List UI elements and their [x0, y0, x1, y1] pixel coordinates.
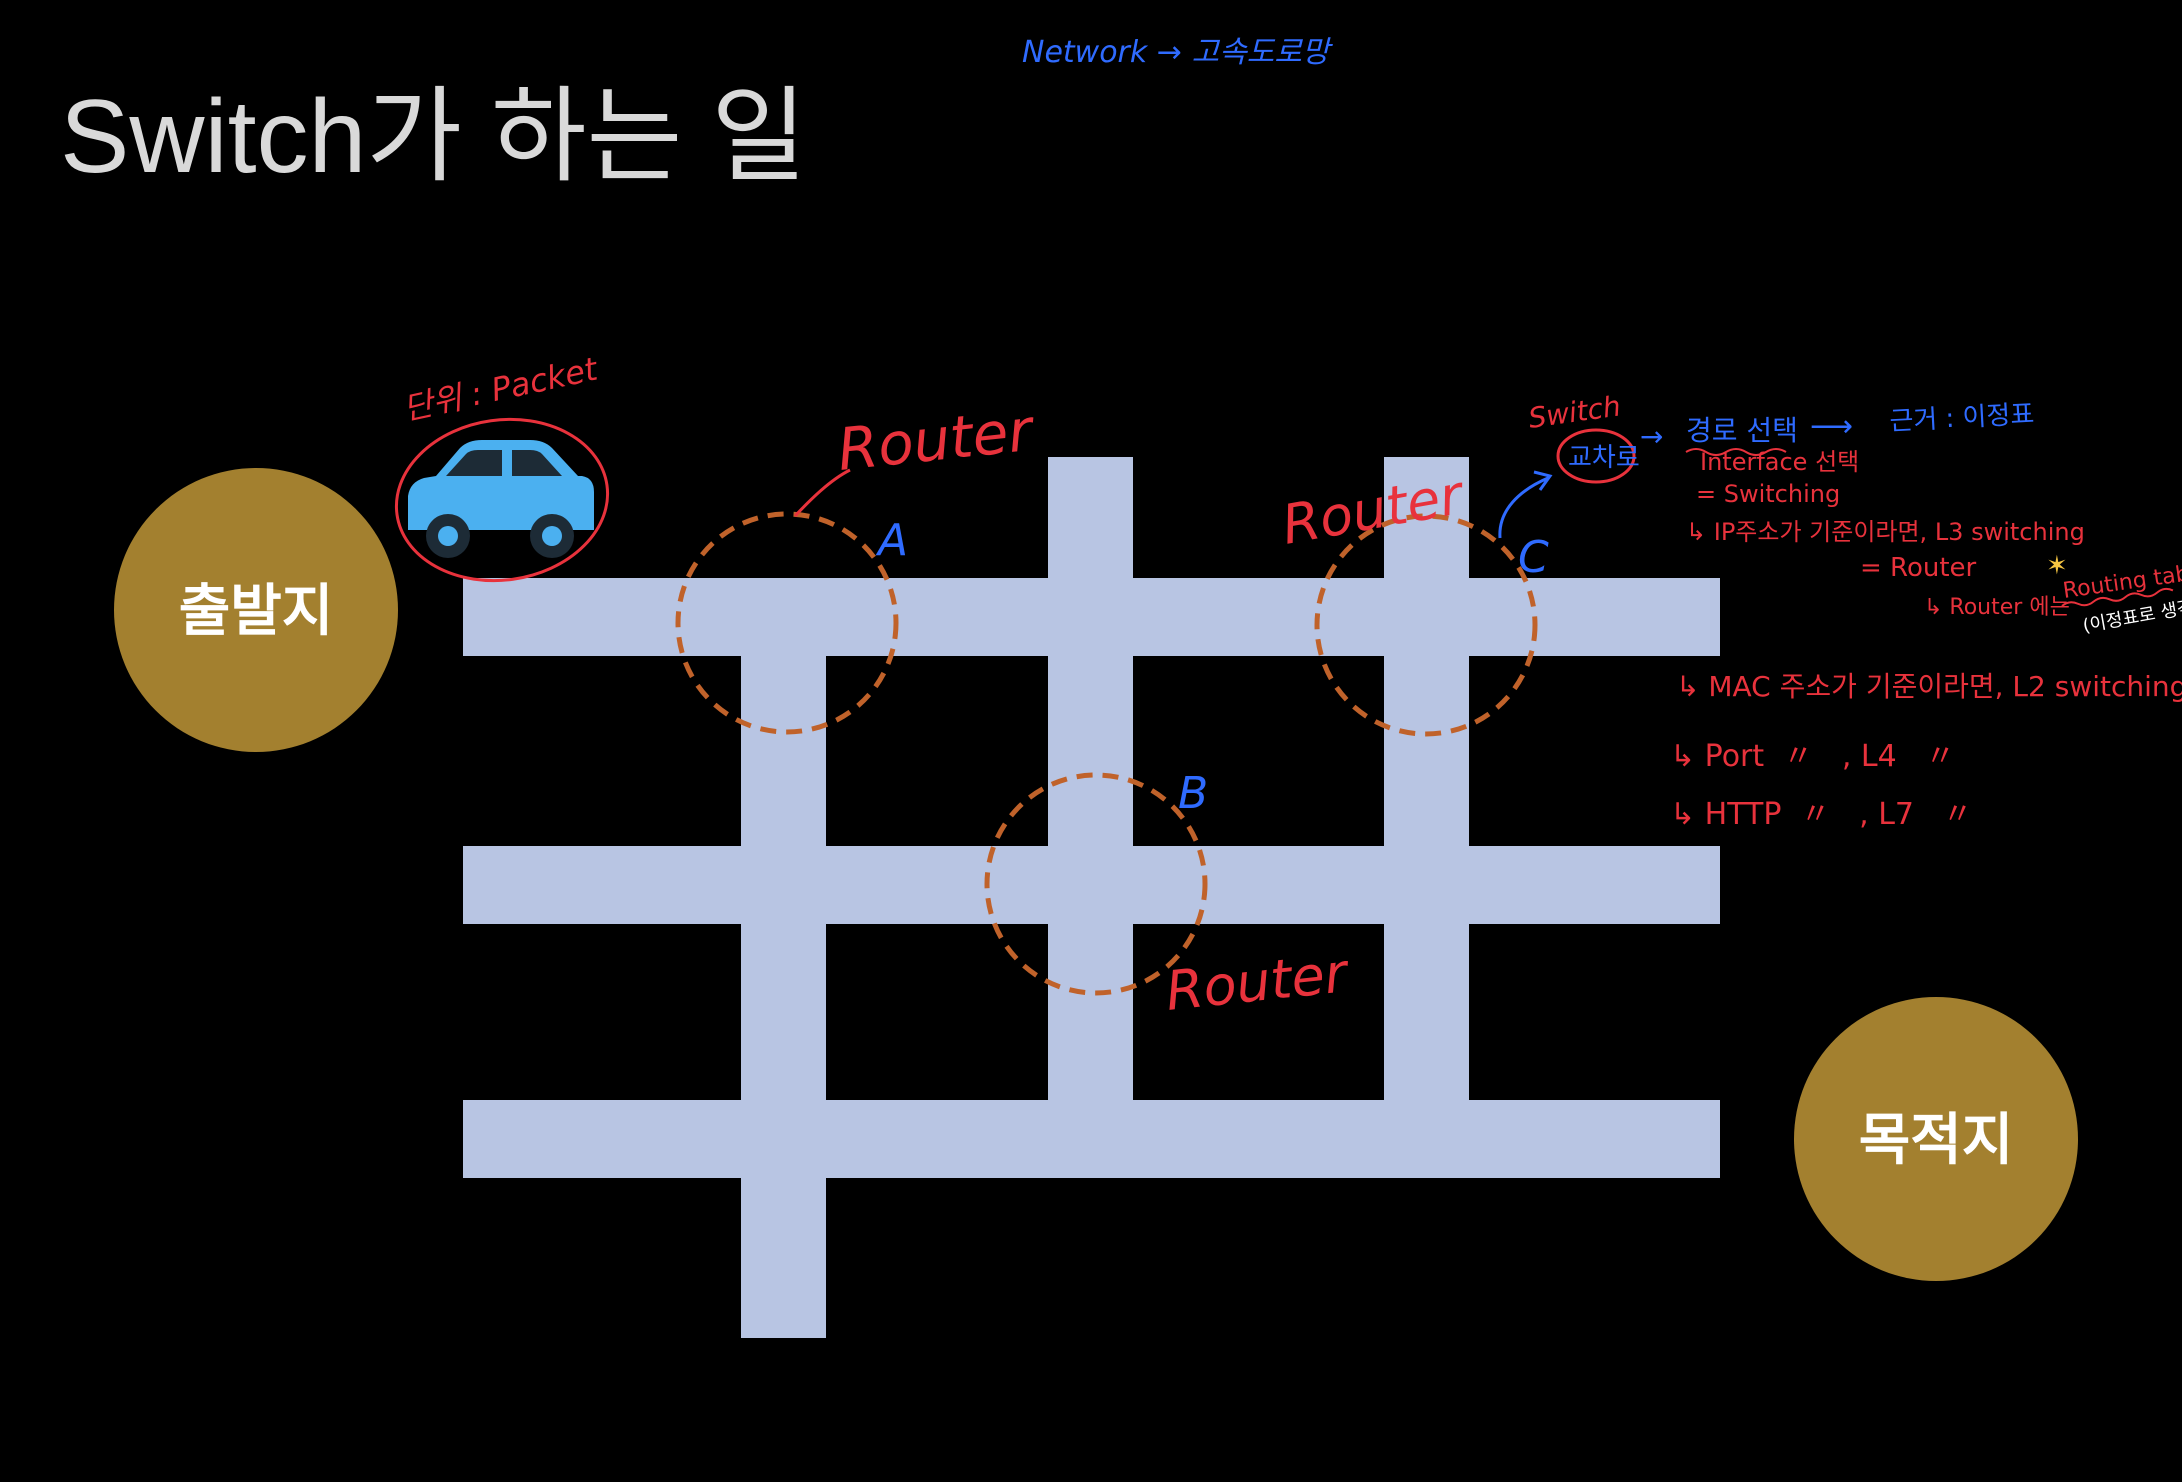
routing-table-underline [2061, 587, 2174, 607]
destination-label: 목적지 [1859, 1108, 2014, 1173]
router-rings [675, 511, 1538, 996]
car-circle [394, 417, 610, 583]
router-table-prefix: ↳ Router 에는 [1924, 595, 2070, 620]
road-grid [463, 457, 1720, 1338]
eq-switching: = Switching [1696, 480, 1840, 508]
router-ring-b [984, 772, 1208, 996]
http-l7: ↳ HTTP 〃 , L7 〃 [1670, 797, 1973, 832]
router-a-note: Router [834, 396, 1038, 484]
path-select: 경로 선택 [1686, 414, 1798, 447]
intersection-circle [1556, 428, 1636, 484]
road-vertical-right [1384, 457, 1469, 1100]
ip-l3: ↳ IP주소가 기준이라면, L3 switching [1686, 518, 2085, 546]
switch-pointer-arrow [1498, 470, 1553, 539]
unit-note: 단위 : Packet [400, 349, 602, 427]
routing-table-sub: (이정표로 생각) [2081, 596, 2182, 637]
router-ring-c [1314, 513, 1538, 737]
routing-table: Routing table [2061, 559, 2182, 604]
router-a-letter: A [875, 515, 908, 566]
switch-label: Switch [1526, 389, 1622, 435]
destination-node: 목적지 [1794, 997, 2078, 1281]
road-vertical-left [741, 656, 826, 1338]
path-select-underline [1685, 448, 1787, 456]
origin-label: 출발지 [179, 579, 334, 644]
origin-node: 출발지 [114, 468, 398, 752]
car-icon [408, 440, 594, 558]
road-horizontal-bottom [463, 1100, 1720, 1178]
router-b-note: Router [1163, 941, 1353, 1023]
router-c-letter: C [1518, 532, 1549, 583]
interface-select: Interface 선택 [1700, 448, 1859, 476]
mac-l2: ↳ MAC 주소가 기준이라면, L2 switching [1676, 670, 2182, 703]
path-arrow-1: → [1640, 420, 1663, 453]
network-note: Network → 고속도로망 [1022, 35, 1334, 70]
page-title: Switch가 하는 일 [60, 79, 807, 195]
router-b-letter: B [1178, 768, 1208, 819]
basis-note: 근거 : 이정표 [1889, 399, 2035, 437]
intersection-label: 교차로 [1568, 443, 1640, 473]
router-a-connector [793, 468, 851, 518]
eq-router: = Router [1860, 553, 1977, 583]
path-arrow-2: ⟶ [1810, 409, 1853, 444]
port-l4: ↳ Port 〃 , L4 〃 [1670, 739, 1955, 774]
router-ring-a [675, 511, 899, 735]
star-icon: ✶ [2046, 551, 2068, 581]
